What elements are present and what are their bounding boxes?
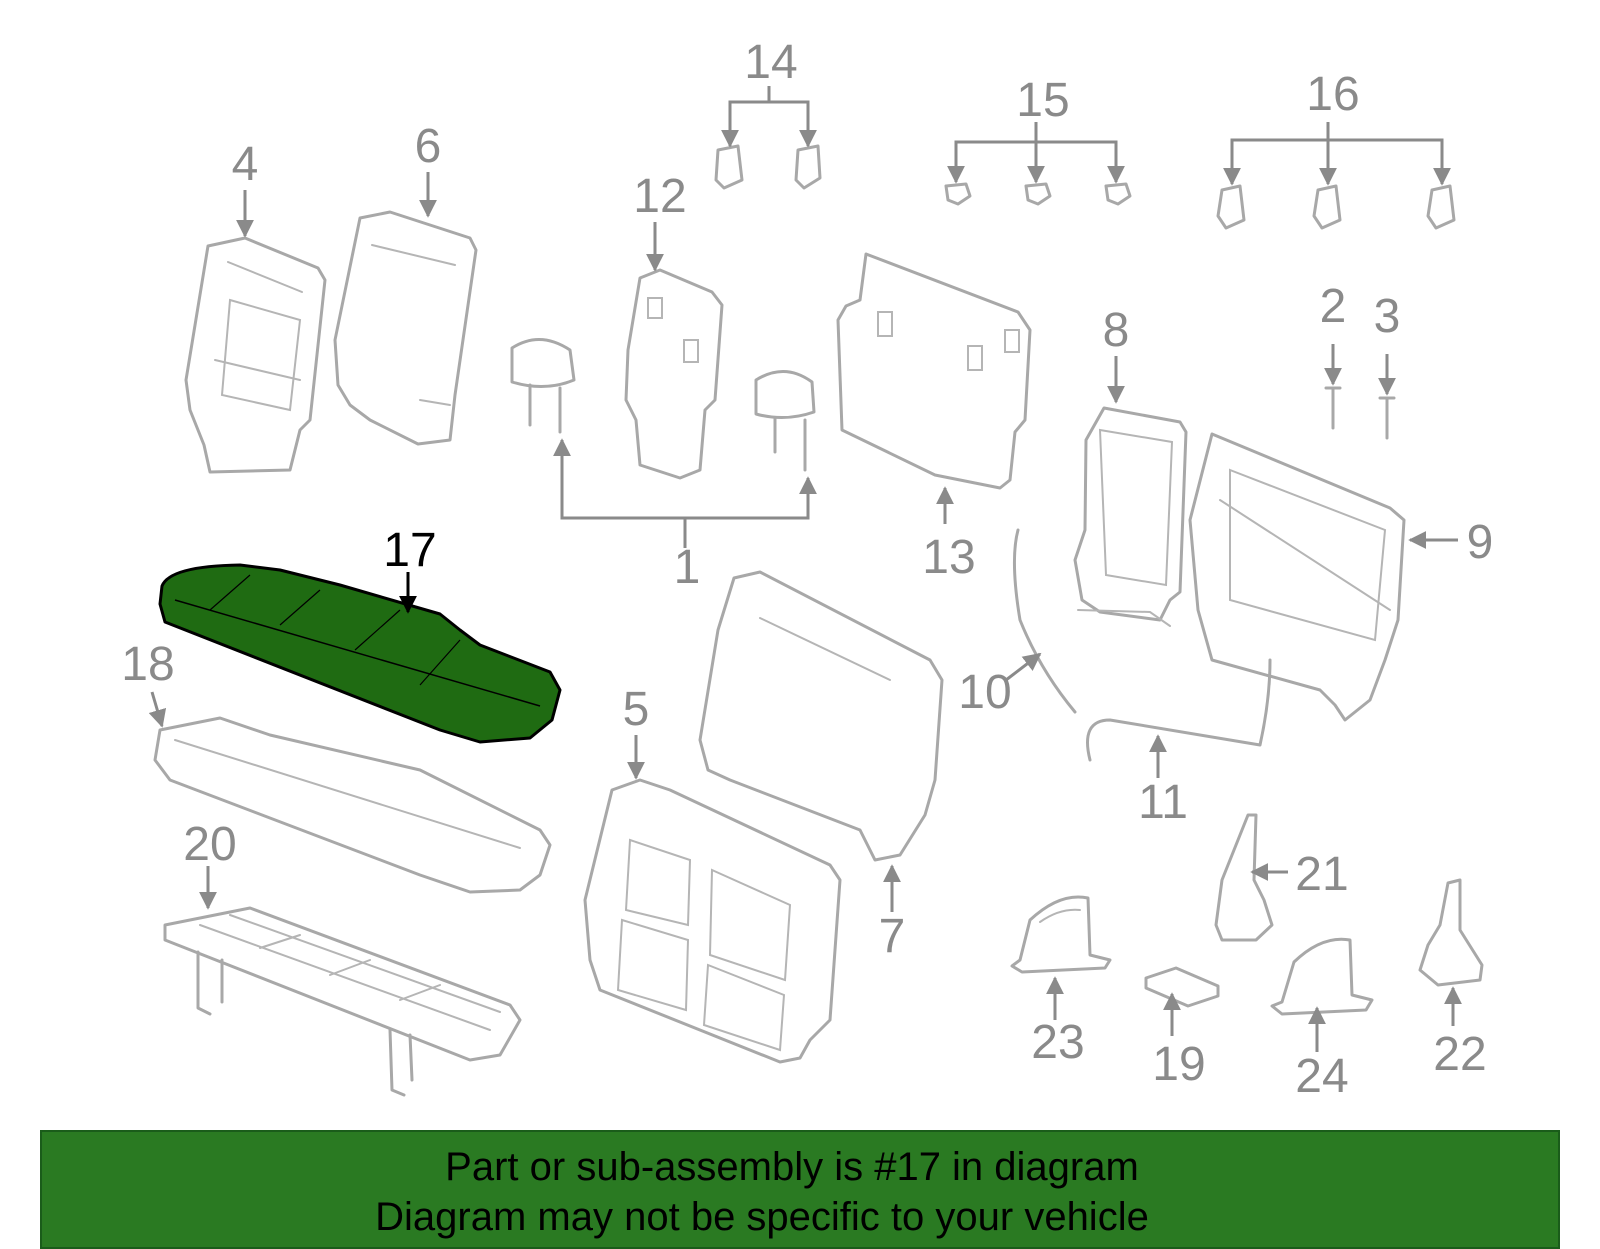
callout-16: 16	[1306, 68, 1359, 121]
part-22-bracket[interactable]	[1418, 878, 1484, 987]
callout-20: 20	[183, 818, 236, 871]
callout-7: 7	[879, 910, 906, 963]
callout-19: 19	[1152, 1038, 1205, 1091]
part-13-back-board[interactable]	[836, 252, 1032, 490]
callout-17: 17	[383, 524, 436, 577]
part-18-cushion-pad[interactable]	[153, 716, 552, 894]
banner-line-part: Part or sub-assembly is #17 in diagram	[445, 1145, 1139, 1189]
banner-line-disclaimer: Diagram may not be specific to your vehi…	[375, 1195, 1149, 1239]
callout-2: 2	[1320, 280, 1347, 333]
part-info-banner: Part or sub-assembly is #17 in diagram D…	[40, 1130, 1560, 1249]
part-19-bracket[interactable]	[1144, 966, 1220, 1008]
part-17-seat-cushion-cover-highlighted[interactable]	[158, 563, 562, 744]
callout-21: 21	[1295, 848, 1348, 901]
callout-22: 22	[1433, 1028, 1486, 1081]
callout-3: 3	[1374, 290, 1401, 343]
part-21-bracket[interactable]	[1214, 813, 1274, 942]
part-15-clips[interactable]	[944, 182, 1132, 206]
callout-numbers: 1 2 3 4 5 6 7 8 9 10 11 12 13 14 15 16 1…	[121, 36, 1493, 1103]
part-20-seat-frame[interactable]	[163, 906, 522, 1097]
part-16-clips[interactable]	[1216, 184, 1456, 230]
part-6-seat-back-pad[interactable]	[333, 210, 478, 446]
leader-lines	[148, 86, 1462, 1052]
callout-12: 12	[633, 170, 686, 223]
callout-10: 10	[958, 666, 1011, 719]
part-10-11-wires[interactable]	[1012, 528, 1272, 762]
callout-5: 5	[623, 683, 650, 736]
callout-14: 14	[744, 36, 797, 89]
part-7-back-cover[interactable]	[698, 570, 944, 862]
callout-13: 13	[922, 531, 975, 584]
part-9-seat-frame[interactable]	[1188, 432, 1406, 722]
part-23-bracket[interactable]	[1010, 895, 1112, 974]
part-4-seat-back-cover[interactable]	[184, 236, 327, 474]
part-8-seat-frame[interactable]	[1073, 406, 1188, 627]
part-1-headrests[interactable]	[510, 338, 816, 472]
callout-23: 23	[1031, 1016, 1084, 1069]
callout-4: 4	[232, 138, 259, 191]
part-14-clips[interactable]	[714, 144, 822, 190]
part-12-back-panel[interactable]	[624, 268, 724, 480]
callout-24: 24	[1295, 1050, 1348, 1103]
part-2-3-bolts[interactable]	[1324, 386, 1396, 440]
callout-6: 6	[415, 120, 442, 173]
part-24-bracket[interactable]	[1270, 937, 1374, 1016]
callout-8: 8	[1103, 304, 1130, 357]
callout-15: 15	[1016, 74, 1069, 127]
callout-1: 1	[674, 541, 701, 594]
callout-18: 18	[121, 638, 174, 691]
callout-11: 11	[1138, 776, 1188, 829]
part-5-seat-back[interactable]	[583, 778, 842, 1064]
callout-9: 9	[1467, 516, 1494, 569]
